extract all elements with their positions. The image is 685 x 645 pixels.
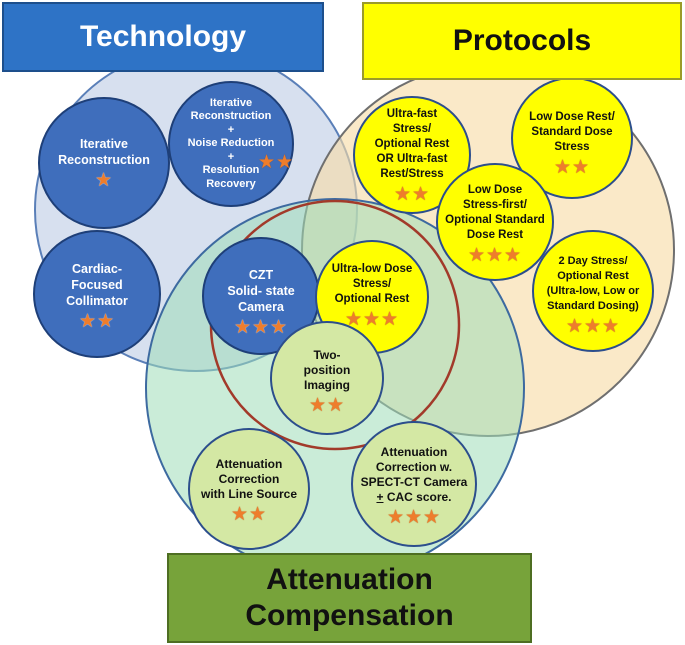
technology-header: Technology (2, 2, 324, 72)
protocols-header-label: Protocols (452, 24, 592, 57)
star-rating: ★ (94, 169, 114, 191)
attenuation-header: Attenuation Compensation (167, 553, 532, 643)
plus-minus-symbol: + (376, 489, 384, 504)
two-position-text: Two- position Imaging ★★ (279, 346, 375, 418)
low-dose-rest-text: Low Dose Rest/ Standard Dose Stress ★★ (514, 106, 630, 182)
ultra-fast-node (353, 96, 471, 214)
star-rating: ★★ (258, 152, 295, 173)
node-label: CZT Solid- state Camera (227, 267, 295, 314)
star-rating: ★★ (230, 504, 268, 525)
star-rating: ★★ (78, 310, 116, 332)
two-day-text: 2 Day Stress/ Optional Rest (Ultra-low, … (533, 252, 653, 338)
iterative-reconstruction-node (38, 97, 170, 229)
node-label: Ultra-fast Stress/ Optional Rest OR Ultr… (374, 108, 450, 180)
iterative-reconstruction-text: Iterative Reconstruction ★ (44, 118, 164, 208)
technology-header-label: Technology (79, 20, 247, 53)
star-rating: ★★★ (467, 244, 523, 266)
node-label: Two- position Imaging (303, 348, 351, 392)
star-rating: ★★ (308, 395, 346, 416)
spect-ct-label-main: Attenuation Correction w. SPECT-CT Camer… (360, 444, 468, 489)
two-position-node (270, 321, 384, 435)
node-label: Low Dose Rest/ Standard Dose Stress (529, 111, 615, 153)
two-day-node (532, 230, 654, 352)
spect-ct-node (351, 421, 477, 547)
star-rating: ★★★ (233, 316, 289, 338)
line-source-text: Attenuation Correction with Line Source … (193, 454, 305, 528)
star-rating: ★★★ (565, 315, 621, 337)
node-label: Iterative Reconstruction (58, 136, 150, 167)
iter-noise-resolution-node (168, 81, 294, 207)
attenuation-header-label: Attenuation Compensation (245, 563, 454, 632)
node-label: Cardiac- Focused Collimator (66, 261, 128, 308)
czt-camera-text: CZT Solid- state Camera ★★★ (205, 264, 317, 340)
node-label: Attenuation Correction with Line Source (200, 457, 297, 501)
line-source-node (188, 428, 310, 550)
star-rating: ★★★ (386, 506, 442, 528)
ultra-fast-text: Ultra-fast Stress/ Optional Rest OR Ultr… (356, 104, 468, 208)
spect-ct-text: Attenuation Correction w. SPECT-CT Camer… (355, 444, 473, 528)
ultra-low-dose-text: Ultra-low Dose Stress/ Optional Rest ★★★ (318, 260, 426, 332)
stress-first-text: Low Dose Stress-first/ Optional Standard… (437, 180, 553, 268)
star-rating: ★★ (553, 157, 591, 178)
star-rating: ★★ (393, 184, 431, 205)
node-label: Ultra-low Dose Stress/ Optional Rest (331, 263, 413, 305)
protocols-header: Protocols (362, 2, 682, 80)
stress-first-node (436, 163, 554, 281)
node-label: 2 Day Stress/ Optional Rest (Ultra-low, … (546, 254, 640, 312)
star-rating: ★★★ (344, 309, 400, 330)
node-label: Iterative Reconstruction + Noise Reducti… (187, 96, 275, 190)
node-label: Attenuation Correction w. SPECT-CT Camer… (361, 445, 468, 505)
spect-ct-label-tail: CAC score. (383, 489, 452, 504)
iter-noise-resolution-text: Iterative Reconstruction + Noise Reducti… (171, 84, 291, 204)
cardiac-collimator-text: Cardiac- Focused Collimator ★★ (37, 254, 157, 338)
node-label: Low Dose Stress-first/ Optional Standard… (445, 183, 545, 241)
cardiac-collimator-node (33, 230, 161, 358)
